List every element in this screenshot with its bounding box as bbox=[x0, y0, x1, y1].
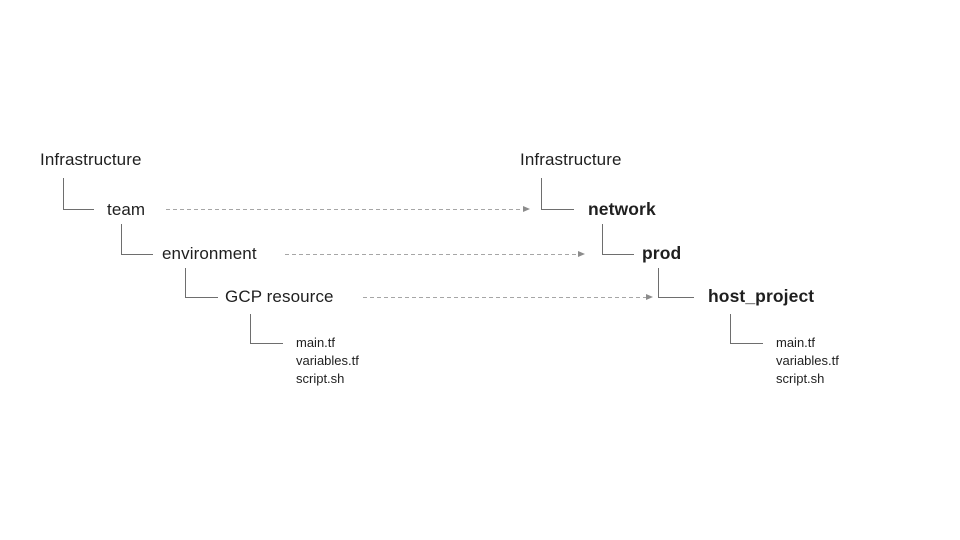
example-level-prod-label: prod bbox=[642, 243, 682, 263]
mapping-arrow-gcp-resource-to-host-project bbox=[363, 294, 653, 300]
tree-connector-root-to-network bbox=[541, 178, 574, 210]
tree-connector-environment-to-gcp-resource bbox=[185, 268, 218, 298]
tree-connector-host-project-to-files bbox=[730, 314, 763, 344]
generic-level-gcp-resource-label: GCP resource bbox=[225, 287, 334, 306]
mapping-arrow-environment-to-prod bbox=[285, 251, 585, 257]
tree-connector-network-to-prod bbox=[602, 224, 634, 255]
mapping-arrow-team-to-network bbox=[166, 206, 530, 212]
arrowhead-icon bbox=[523, 206, 530, 212]
file-label-main-tf: main.tf bbox=[776, 335, 816, 350]
example-level-network-label: network bbox=[588, 199, 656, 219]
file-label-variables-tf: variables.tf bbox=[776, 353, 839, 368]
file-label-script-sh: script.sh bbox=[776, 371, 825, 386]
example-level-host-project-label: host_project bbox=[708, 286, 815, 306]
file-label-main-tf: main.tf bbox=[296, 335, 336, 350]
file-label-variables-tf: variables.tf bbox=[296, 353, 359, 368]
example-root-label: Infrastructure bbox=[520, 150, 622, 169]
arrowhead-icon bbox=[578, 251, 585, 257]
generic-file-list: main.tf variables.tf script.sh bbox=[296, 334, 359, 388]
tree-connector-gcp-resource-to-files bbox=[250, 314, 283, 344]
tree-connector-team-to-environment bbox=[121, 224, 153, 255]
example-file-list: main.tf variables.tf script.sh bbox=[776, 334, 839, 388]
tree-connector-prod-to-host-project bbox=[658, 268, 694, 298]
tree-connector-root-to-team bbox=[63, 178, 94, 210]
generic-level-team-label: team bbox=[107, 200, 146, 219]
generic-level-environment-label: environment bbox=[162, 244, 257, 263]
arrowhead-icon bbox=[646, 294, 653, 300]
generic-root-label: Infrastructure bbox=[40, 150, 142, 169]
file-label-script-sh: script.sh bbox=[296, 371, 345, 386]
